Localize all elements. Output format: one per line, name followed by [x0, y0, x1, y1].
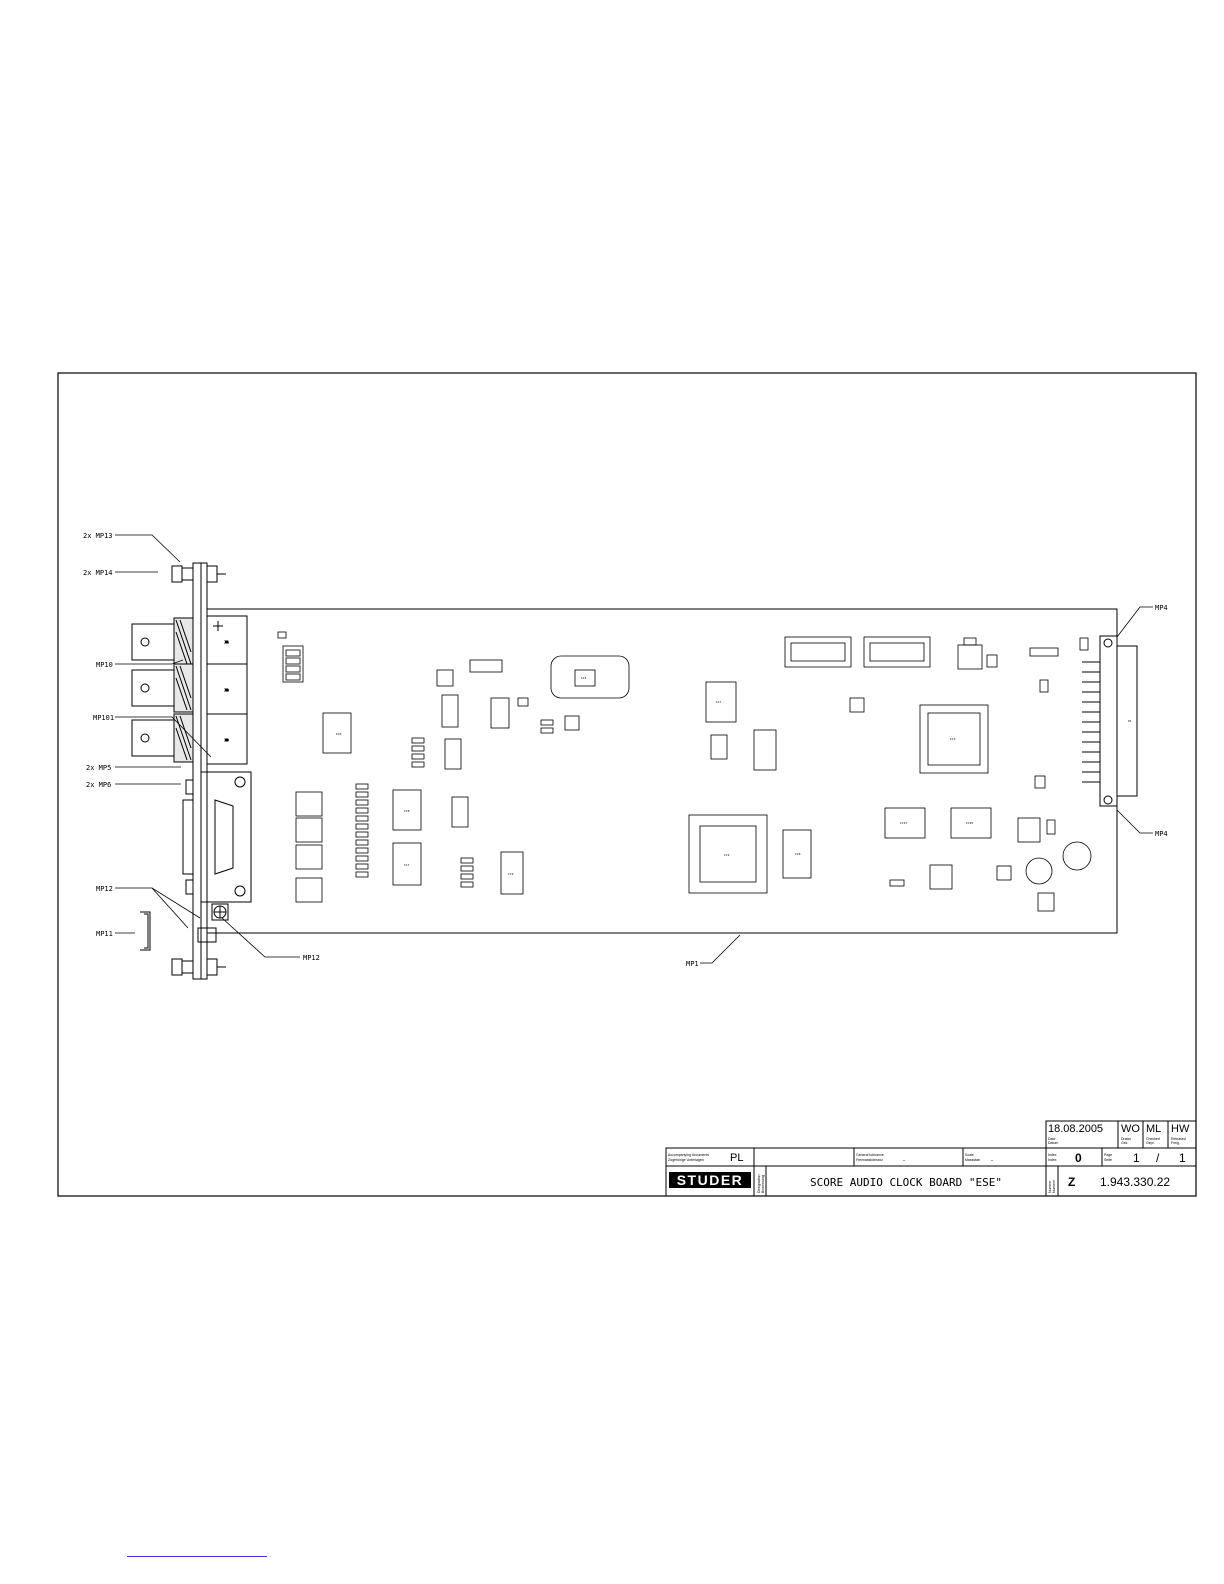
svg-text:X1: X1	[225, 640, 229, 644]
callout-mp14: 2x MP14	[83, 569, 113, 577]
callout-mp10: MP10	[96, 661, 113, 669]
title-block-text: 18.08.2005 Date Datum WO Drawn Gez. ML C…	[668, 1123, 1190, 1193]
tb-page-value: 1	[1133, 1151, 1140, 1165]
tb-tolerance-label-1: General tolerance	[856, 1153, 884, 1157]
tb-acc-docs-label-2: Zugehörige Unterlagen	[668, 1158, 704, 1162]
svg-text:P1: P1	[1128, 719, 1132, 723]
tb-drawn-label-1: Drawn	[1121, 1137, 1131, 1141]
svg-text:IC5: IC5	[581, 676, 587, 680]
studer-logo-text: STUDER	[677, 1172, 744, 1188]
tb-designation-label-2: Benennung	[761, 1175, 765, 1193]
tb-drawn-label-2: Gez.	[1121, 1141, 1128, 1145]
svg-text:IC9: IC9	[508, 872, 514, 876]
tb-index-label-2: Index	[1048, 1158, 1057, 1162]
edge-connector	[1082, 635, 1138, 807]
tb-doc-type: Z	[1068, 1175, 1075, 1189]
tb-number-label-1: Number	[1048, 1180, 1052, 1193]
leader-lines	[115, 534, 1153, 964]
tb-tolerance-value: -	[903, 1158, 905, 1164]
tb-page-label-1: Page	[1104, 1153, 1112, 1157]
pcb-outline	[206, 608, 1118, 934]
bnc-connector-1: X1	[131, 615, 248, 667]
tb-page-sep: /	[1156, 1151, 1160, 1165]
svg-text:IC25: IC25	[966, 821, 973, 825]
callout-mp6: 2x MP6	[86, 781, 111, 789]
drawing-frame	[57, 372, 1197, 1197]
dsub-connector	[182, 771, 252, 943]
svg-text:IC2: IC2	[724, 853, 730, 857]
tb-date-label-1: Date	[1048, 1137, 1055, 1141]
tb-page-label-2: Seite	[1104, 1158, 1112, 1162]
callout-mp13: 2x MP13	[83, 532, 113, 540]
component-refs: IC6 IC8 IC7 IC9 IC7 IC2 IC8 IC3 IC27 IC2…	[336, 676, 1132, 876]
tb-drawing-title: SCORE AUDIO CLOCK BOARD "ESE"	[810, 1176, 1002, 1189]
tb-number-label-2: Nummer	[1052, 1179, 1056, 1193]
bnc-connector-3: X3	[131, 713, 248, 765]
callout-mp101: MP101	[93, 714, 114, 722]
tb-drawing-number: 1.943.330.22	[1100, 1175, 1170, 1189]
callout-mp11: MP11	[96, 930, 113, 938]
callout-mp12-left: MP12	[96, 885, 113, 893]
tb-scale-label-2: Massstab	[965, 1158, 980, 1162]
svg-text:IC3: IC3	[950, 737, 956, 741]
tb-designation-label-1: Designation	[757, 1174, 761, 1193]
title-block	[665, 1120, 1197, 1197]
pcb-components	[277, 631, 1092, 912]
footer-underline	[127, 1556, 267, 1558]
callout-mp5: 2x MP5	[86, 764, 111, 772]
tb-scale-label-1: Scale	[965, 1153, 974, 1157]
tb-tolerance-label-2: Freimasstoleranz	[856, 1158, 883, 1162]
callout-mp4-top: MP4	[1155, 604, 1168, 612]
tb-drawn-by: WO	[1121, 1123, 1140, 1135]
svg-text:IC8: IC8	[404, 809, 410, 813]
svg-text:X3: X3	[225, 738, 229, 742]
tb-date: 18.08.2005	[1048, 1123, 1103, 1135]
svg-text:IC7: IC7	[716, 700, 722, 704]
svg-text:IC7: IC7	[404, 863, 410, 867]
callout-mp4-bottom: MP4	[1155, 830, 1168, 838]
mp11-bracket	[140, 911, 151, 951]
tb-acc-docs-label-1: Accompanying documents	[668, 1153, 709, 1157]
tb-released-label-1: Released	[1171, 1137, 1186, 1141]
callout-mp1: MP1	[686, 960, 699, 968]
svg-text:X2: X2	[225, 688, 229, 692]
tb-index-label-1: Index	[1048, 1153, 1057, 1157]
tb-released-label-2: Freig.	[1171, 1141, 1180, 1145]
tb-scale-value: -	[991, 1158, 993, 1164]
bnc-connectors: X1 X2 X3	[131, 615, 248, 765]
tb-acc-docs-value: PL	[730, 1152, 743, 1164]
svg-text:IC6: IC6	[336, 732, 342, 736]
svg-text:IC27: IC27	[900, 821, 907, 825]
tb-checked-by: ML	[1146, 1123, 1161, 1135]
callout-labels: 2x MP13 2x MP14 MP10 MP101 2x MP5 2x MP6…	[83, 532, 1168, 968]
svg-text:IC8: IC8	[795, 852, 801, 856]
studer-logo: STUDER	[669, 1172, 751, 1188]
tb-checked-label-2: Gepr.	[1146, 1141, 1155, 1145]
bnc-connector-2: X2	[131, 663, 248, 715]
tb-checked-label-1: Checked	[1146, 1137, 1160, 1141]
tb-index-value: 0	[1075, 1151, 1082, 1165]
tb-page-total: 1	[1179, 1151, 1186, 1165]
tb-released-by: HW	[1171, 1123, 1190, 1135]
tb-date-label-2: Datum	[1048, 1141, 1058, 1145]
callout-mp12-bottom: MP12	[303, 954, 320, 962]
